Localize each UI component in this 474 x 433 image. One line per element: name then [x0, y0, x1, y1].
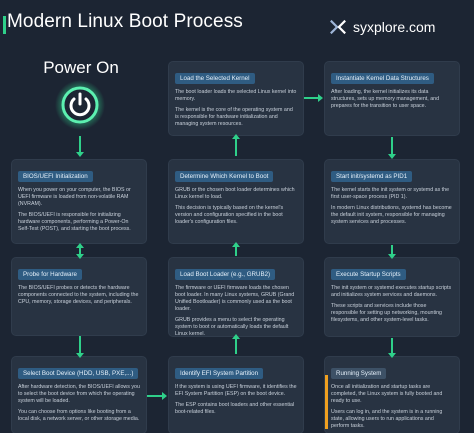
step-text: These scripts and services include those… [331, 303, 443, 323]
step-text: After hardware detection, the BIOS/UEFI … [18, 384, 140, 404]
step-determine-kernel: Determine Which Kernel to Boot GRUB or t… [169, 160, 303, 243]
step-title: BIOS/UEFI Initialization [18, 171, 93, 182]
step-instantiate-kernel-data: Instantiate Kernel Data Structures After… [325, 62, 459, 135]
step-title: Select Boot Device (HDD, USB, PXE,...) [18, 368, 139, 379]
x-arrows-logo-icon [330, 19, 346, 35]
step-text: The BIOS/UEFI is responsible for initial… [18, 212, 131, 232]
step-identify-efi-partition: Identify EFI System Partition If the sys… [169, 357, 303, 433]
arrow-efi-to-bootloader [232, 334, 240, 354]
step-title: Determine Which Kernel to Boot [175, 171, 274, 182]
step-text: The BIOS/UEFI probes or detects the hard… [18, 285, 139, 305]
power-on-label: Power On [43, 58, 119, 77]
step-load-selected-kernel: Load the Selected Kernel The boot loader… [169, 62, 303, 135]
step-title: Load the Selected Kernel [175, 73, 255, 84]
step-title: Running System [331, 368, 387, 379]
step-load-boot-loader: Load Boot Loader (e.g., GRUB2) The firmw… [169, 258, 303, 337]
arrow-init-to-scripts [388, 245, 396, 259]
step-text: The init system or systemd executes star… [331, 285, 452, 298]
brand-name: syxplore.com [353, 19, 436, 35]
step-text: The firmware or UEFI firmware loads the … [175, 285, 295, 312]
step-text: In modern Linux distributions, systemd h… [331, 205, 452, 225]
arrow-bootloader-to-determine [232, 242, 240, 256]
step-title: Start init/systemd as PID1 [331, 171, 413, 182]
step-text: The boot loader loads the selected Linux… [175, 89, 297, 102]
arrow-bios-to-probe [76, 243, 84, 259]
step-text: The ESP contains boot loaders and other … [175, 402, 295, 415]
title-accent-bar [3, 16, 6, 34]
step-text: GRUB or the chosen boot loader determine… [175, 187, 295, 200]
step-execute-startup-scripts: Execute Startup Scripts The init system … [325, 258, 459, 336]
step-title: Identify EFI System Partition [175, 368, 264, 379]
arrow-power-to-bios [76, 136, 84, 157]
step-bios-uefi-initialization: BIOS/UEFI Initialization When you power … [12, 160, 146, 243]
step-title: Probe for Hardware [18, 269, 82, 280]
arrow-kernel-to-instantiate [304, 94, 323, 102]
step-start-init-systemd: Start init/systemd as PID1 The kernel st… [325, 160, 459, 243]
step-text: This decision is typically based on the … [175, 205, 284, 225]
step-text: The kernel starts the init system or sys… [331, 187, 450, 200]
step-probe-for-hardware: Probe for Hardware The BIOS/UEFI probes … [12, 258, 146, 335]
step-text: GRUB provides a menu to select the opera… [175, 317, 289, 337]
step-running-system: Running System Once all initialization a… [325, 357, 459, 433]
arrow-probe-to-select [76, 336, 84, 358]
arrow-select-to-efi [147, 392, 167, 400]
step-text: Once all initialization and startup task… [331, 384, 443, 404]
arrow-instantiate-to-init [388, 137, 396, 159]
power-button-icon [55, 80, 105, 130]
step-text: After loading, the kernel initializes it… [331, 89, 440, 109]
step-title: Instantiate Kernel Data Structures [331, 73, 434, 84]
step-text: You can choose from options like booting… [18, 409, 140, 422]
arrow-determine-to-load-kernel [232, 134, 240, 156]
step-text: When you power on your computer, the BIO… [18, 187, 131, 207]
step-text: If the system is using UEFI firmware, it… [175, 384, 297, 397]
step-select-boot-device: Select Boot Device (HDD, USB, PXE,...) A… [12, 357, 146, 433]
page-title: Modern Linux Boot Process [7, 11, 243, 32]
step-title: Load Boot Loader (e.g., GRUB2) [175, 269, 276, 280]
step-text: The kernel is the core of the operating … [175, 107, 293, 127]
running-highlight-bar [325, 375, 328, 429]
brand: syxplore.com [329, 18, 435, 36]
step-text: Users can log in, and the system is in a… [331, 409, 443, 429]
arrow-scripts-to-running [388, 338, 396, 358]
step-title: Execute Startup Scripts [331, 269, 406, 280]
